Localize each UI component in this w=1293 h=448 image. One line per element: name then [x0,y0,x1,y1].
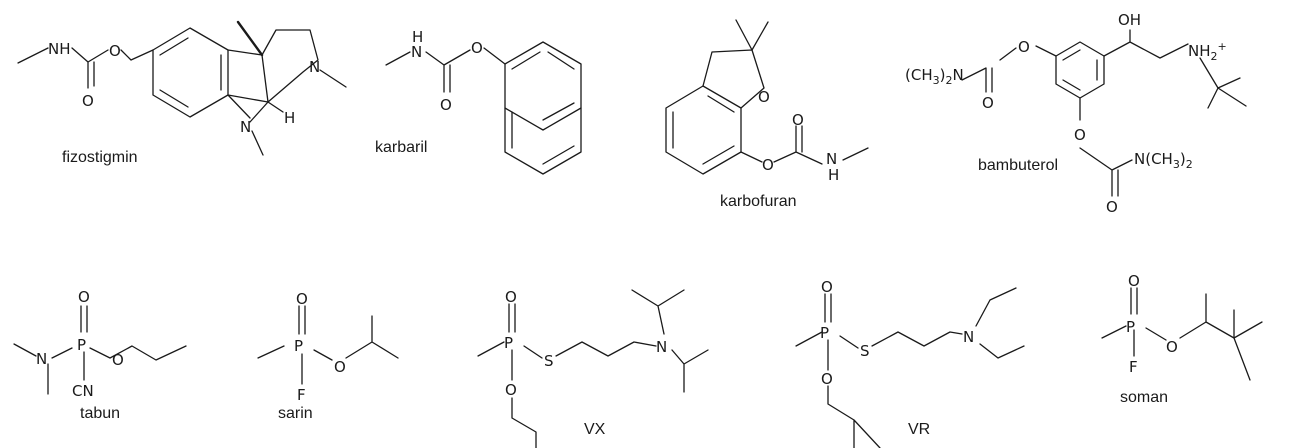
atom-label: O [1128,272,1140,290]
atom-label: O [758,88,770,106]
atom-label: O [505,288,517,306]
atom-label: O [792,111,804,129]
compound-name: karbaril [375,139,427,156]
atom-label: N [36,350,47,368]
atom-label: O [505,381,517,399]
soman-structure: O P O F soman [1101,272,1263,406]
karbofuran-structure: O O O N H karbofuran [665,19,869,210]
atom-label: N [309,58,320,76]
atom-label: O [821,278,833,296]
atom-label: N [963,328,974,346]
compound-name: bambuterol [978,157,1058,174]
compound-name: tabun [80,405,120,422]
atom-label: NH [48,40,71,58]
karbaril-structure: N H O O karbaril [375,28,582,175]
compound-name: fizostigmin [62,149,138,166]
atom-label: O [440,96,452,114]
atom-label: P [820,324,829,342]
atom-label: OH [1118,11,1141,29]
atom-label: O [1018,38,1030,56]
atom-label: S [860,342,870,360]
atom-label: NH2+ [1188,40,1227,63]
tabun-structure: N P O O CN tabun [13,288,187,422]
atom-label: P [504,334,513,352]
atom-label: O [1074,126,1086,144]
atom-label: P [77,336,86,354]
vr-structure: O P S N O VR [795,278,1025,448]
atom-label: O [1106,198,1118,216]
compound-name: sarin [278,405,313,422]
atom-label: N [656,338,667,356]
atom-label: CN [72,382,94,400]
atom-label: O [78,288,90,306]
atom-label: P [294,337,303,355]
atom-label: N [411,43,422,61]
atom-label: O [762,156,774,174]
atom-label: H [828,166,839,184]
fizostigmin-structure: NH O O N H N fizostigmin [17,20,347,166]
vx-structure: O P S N O VX [477,288,709,448]
compound-name: soman [1120,389,1168,406]
bambuterol-structure: (CH3)2N O O OH NH2+ O N(CH3)2 O bambuter… [905,11,1247,216]
atom-label: S [544,352,554,370]
sarin-structure: O P O F sarin [257,290,399,422]
atom-label: H [412,28,423,46]
atom-label: N [826,150,837,168]
atom-label: (CH3)2N [905,66,964,87]
atom-label: O [112,351,124,369]
atom-label: F [1129,358,1138,376]
atom-label: O [109,42,121,60]
atom-label: O [334,358,346,376]
atom-label: N [240,118,251,136]
atom-label: F [297,386,306,404]
atom-label: O [1166,338,1178,356]
atom-label: O [471,39,483,57]
compound-name: karbofuran [720,193,797,210]
atom-label: O [982,94,994,112]
atom-label: N(CH3)2 [1134,150,1193,171]
compound-name: VX [584,421,606,438]
atom-label: O [296,290,308,308]
compound-name: VR [908,421,930,438]
atom-label: O [82,92,94,110]
atom-label: P [1126,318,1135,336]
atom-label: H [284,109,295,127]
atom-label: O [821,370,833,388]
